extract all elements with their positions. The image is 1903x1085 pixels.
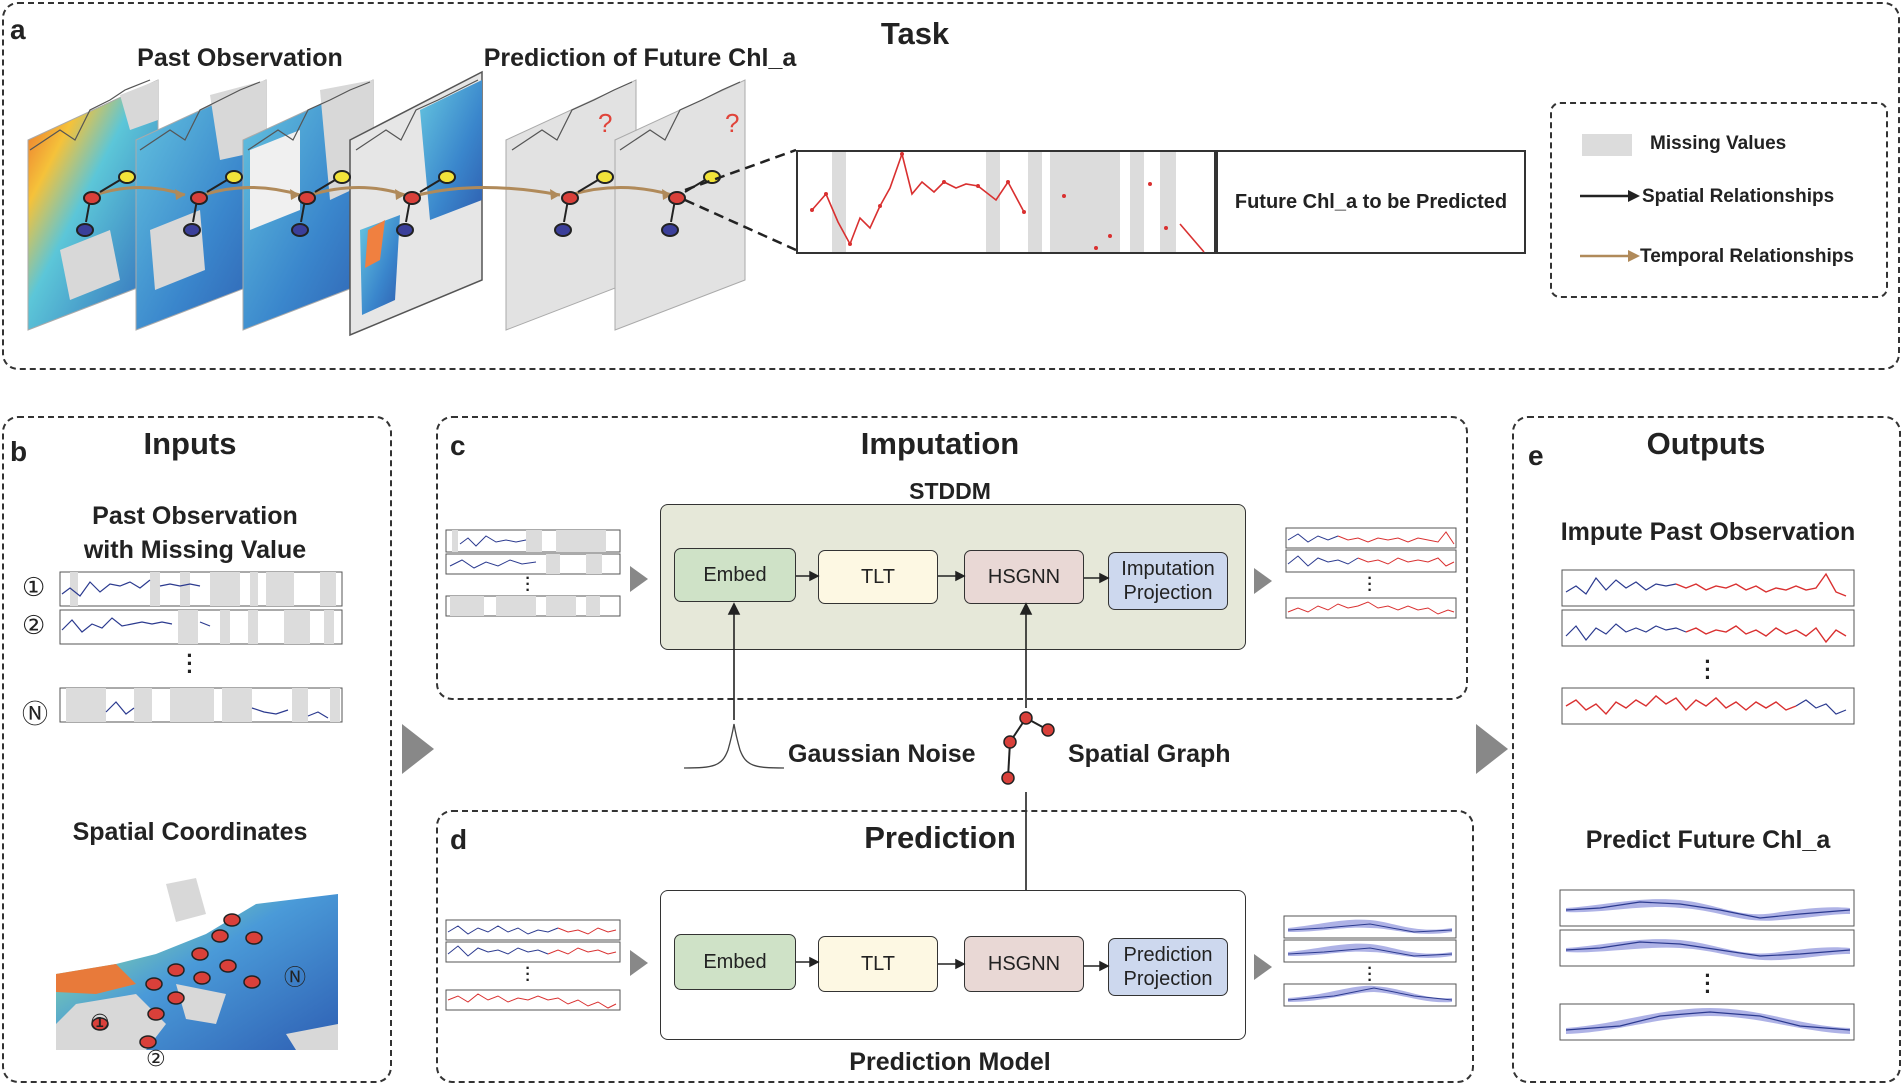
prediction-title: Prediction: [864, 820, 1016, 855]
predict-future-series: [1559, 889, 1855, 1041]
series-marker-1: ①: [22, 572, 46, 602]
imputation-output-series: [1285, 527, 1457, 619]
inputs-panel: [2, 416, 392, 1083]
inputs-to-model-arrow: [402, 724, 434, 774]
model-to-outputs-arrow: [1476, 724, 1508, 774]
past-observation-title: Past Observation: [137, 44, 343, 72]
inputs-past-obs-line2: with Missing Value: [83, 536, 307, 564]
prediction-output-series: [1283, 915, 1457, 1007]
legend-spatial-arrow-icon: [1580, 190, 1640, 202]
inputs-past-obs-line1: Past Observation: [92, 502, 298, 530]
future-chl-label: Future Chl_a to be Predicted: [1234, 190, 1508, 213]
imputation-output-ellipsis: ···: [1367, 570, 1373, 599]
prediction-embed-block: Embed: [674, 934, 796, 990]
panel-label-b: b: [10, 436, 28, 467]
imputation-input-series: [445, 529, 621, 617]
panel-label-a: a: [10, 14, 26, 45]
inputs-ellipsis: ···: [186, 643, 194, 684]
prediction-projection-line1: Prediction: [1123, 944, 1213, 966]
outputs-panel: [1512, 416, 1901, 1083]
outputs-title: Outputs: [1646, 426, 1766, 461]
task-panel: [2, 2, 1900, 370]
map-marker-1: ①: [90, 1010, 110, 1035]
prediction-projection-block: Prediction Projection: [1108, 938, 1228, 996]
task-title: Task: [880, 16, 950, 51]
gaussian-noise-label: Gaussian Noise: [788, 740, 976, 768]
imputation-embed-block: Embed: [674, 548, 796, 602]
imputation-tlt-block: TLT: [818, 550, 938, 604]
imputation-title: Imputation: [860, 426, 1020, 461]
prediction-output-ellipsis: ···: [1367, 960, 1373, 989]
legend-missing-label: Missing Values: [1650, 133, 1787, 154]
prediction-output-arrow: [1254, 954, 1272, 980]
panel-label-e: e: [1528, 440, 1544, 471]
panel-label-d: d: [450, 824, 468, 855]
legend-missing-swatch: [1582, 134, 1632, 156]
imputation-input-ellipsis: ···: [525, 570, 531, 599]
gaussian-noise-curve: [683, 723, 785, 769]
prediction-tlt-block: TLT: [818, 936, 938, 992]
map-marker-n: Ⓝ: [284, 965, 307, 990]
question-mark-1: ?: [598, 108, 613, 138]
prediction-future-title: Prediction of Future Chl_a: [483, 44, 797, 72]
prediction-model-title: Prediction Model: [849, 1048, 1051, 1076]
map-frames-illustration: [27, 70, 797, 337]
legend-temporal-label: Temporal Relationships: [1640, 246, 1854, 267]
impute-past-series: [1561, 569, 1855, 725]
prediction-input-ellipsis: ···: [525, 960, 531, 989]
prediction-panel: [436, 810, 1474, 1083]
predict-future-ellipsis: ···: [1704, 963, 1712, 1004]
series-marker-2: ②: [22, 610, 46, 640]
future-chl-box: Future Chl_a to be Predicted: [1216, 150, 1526, 254]
question-mark-2: ?: [725, 108, 740, 138]
map-marker-2: ②: [146, 1046, 166, 1071]
imputation-projection-line2: Projection: [1123, 582, 1213, 604]
inputs-title: Inputs: [143, 426, 237, 461]
spatial-coordinates-map: [56, 874, 338, 1050]
zoomed-series-plot: [810, 151, 1205, 253]
predict-future-title: Predict Future Chl_a: [1585, 826, 1831, 854]
imputation-panel: [436, 416, 1468, 700]
imputation-output-arrow: [1254, 568, 1272, 594]
imputation-projection-line1: Imputation: [1121, 558, 1215, 580]
imputation-projection-block: Imputation Projection: [1108, 552, 1228, 610]
prediction-input-series: [445, 919, 621, 1011]
imputation-hsgnn-block: HSGNN: [964, 550, 1084, 604]
spatial-graph-icon: [1001, 711, 1055, 785]
impute-past-title: Impute Past Observation: [1560, 518, 1856, 546]
node-triplets: [76, 170, 721, 237]
prediction-input-arrow: [630, 950, 648, 976]
stddm-title: STDDM: [909, 478, 991, 504]
legend-spatial-label: Spatial Relationships: [1642, 186, 1835, 207]
series-marker-n: Ⓝ: [22, 699, 49, 729]
prediction-hsgnn-block: HSGNN: [964, 936, 1084, 992]
zoomed-series-box: [796, 150, 1216, 254]
inputs-series-plots: [59, 571, 343, 723]
legend-temporal-arrow-icon: [1580, 250, 1640, 262]
impute-past-ellipsis: ···: [1704, 649, 1712, 690]
panel-label-c: c: [450, 430, 466, 461]
legend: [1550, 102, 1888, 298]
spatial-coordinates-title: Spatial Coordinates: [72, 818, 308, 846]
prediction-projection-line2: Projection: [1123, 968, 1213, 990]
imputation-input-arrow: [630, 566, 648, 592]
spatial-graph-label: Spatial Graph: [1068, 740, 1231, 768]
